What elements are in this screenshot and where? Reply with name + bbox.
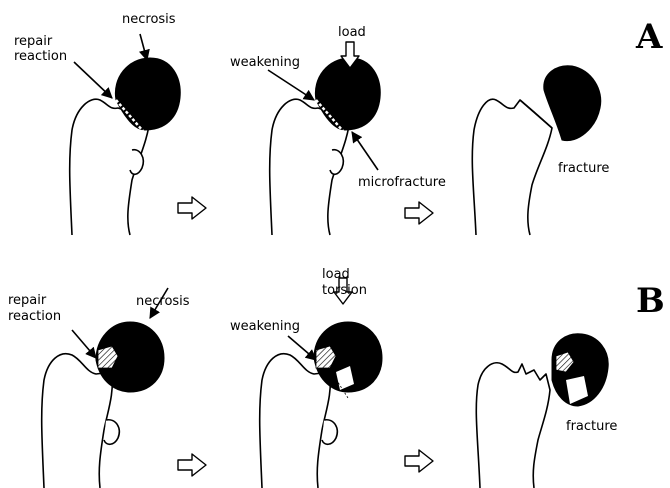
b-progress-arrow-2 bbox=[405, 450, 433, 472]
b-fracture-label: fracture bbox=[566, 419, 617, 434]
a-necrosis-arrow bbox=[140, 34, 147, 60]
b-progress-arrow-1 bbox=[178, 454, 206, 476]
b3-femur-fracture bbox=[476, 334, 608, 488]
b-repair-label-2: reaction bbox=[8, 309, 61, 324]
a-microfracture-label: microfracture bbox=[358, 175, 446, 190]
a-repair-label-2: reaction bbox=[14, 49, 67, 64]
a-repair-arrow bbox=[74, 62, 112, 98]
b-load-label-2: torsion bbox=[322, 283, 367, 298]
a2-femur-weakening bbox=[270, 58, 381, 235]
a-progress-arrow-2 bbox=[405, 202, 433, 224]
a-load-label: load bbox=[338, 25, 366, 40]
a3-femur-fracture bbox=[472, 66, 600, 235]
a-microfracture-arrow bbox=[352, 132, 378, 170]
b-load-label-1: load bbox=[322, 267, 350, 282]
b-repair-arrow bbox=[72, 330, 96, 358]
b-repair-label-1: repair bbox=[8, 293, 47, 308]
a-weakening-arrow bbox=[268, 70, 314, 100]
b-weakening-label: weakening bbox=[230, 319, 300, 334]
a-progress-arrow-1 bbox=[178, 197, 206, 219]
b1-femur-necrosis bbox=[42, 322, 164, 488]
a-repair-label-1: repair bbox=[14, 34, 53, 49]
a-fracture-label: fracture bbox=[558, 161, 609, 176]
a-weakening-label: weakening bbox=[230, 55, 300, 70]
a1-femur-necrosis bbox=[70, 58, 181, 235]
a-necrosis-label: necrosis bbox=[122, 12, 176, 27]
panel-b-label: B bbox=[636, 281, 665, 321]
panel-a-label: A bbox=[635, 17, 663, 57]
b-necrosis-label: necrosis bbox=[136, 294, 190, 309]
b2-femur-weakening bbox=[260, 322, 382, 488]
